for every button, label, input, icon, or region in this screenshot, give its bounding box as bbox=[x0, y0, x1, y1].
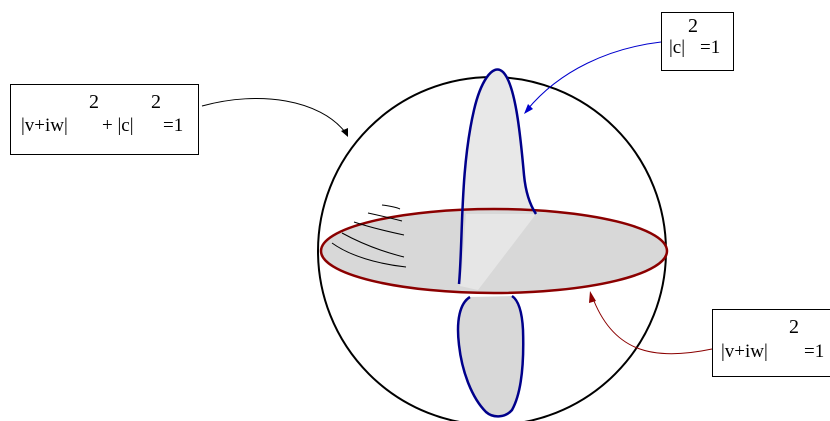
vertical-disk-arrow bbox=[524, 41, 662, 114]
rotation-lines bbox=[331, 204, 407, 268]
rotation-line bbox=[367, 212, 403, 222]
sphere-equation-label: |v+iw| 2 + |c| 2 =1 bbox=[10, 84, 199, 155]
vertical-disk-lower-edge bbox=[456, 294, 525, 418]
sphere-eq-exp2: 2 bbox=[151, 91, 161, 113]
sphere-eq-exp1: 2 bbox=[89, 91, 99, 113]
vertical-disk-overlap bbox=[460, 214, 536, 290]
rotation-line bbox=[381, 204, 401, 210]
vw-eq-part1: |v+iw| bbox=[721, 341, 768, 362]
c-eq-part2: =1 bbox=[700, 37, 721, 58]
sphere-eq-part3: =1 bbox=[163, 115, 184, 136]
rotation-line bbox=[353, 221, 405, 236]
horizontal-disk-arrow bbox=[589, 291, 713, 355]
c-eq-exp1: 2 bbox=[688, 15, 698, 37]
vw-eq-exp1: 2 bbox=[789, 316, 799, 338]
sphere-eq-part1: |v+iw| bbox=[21, 115, 68, 136]
vw-circle-equation-label: |v+iw| 2 =1 bbox=[712, 309, 830, 377]
vw-eq-part2: =1 bbox=[804, 341, 825, 362]
vertical-disk-upper-edge bbox=[457, 68, 538, 285]
rotation-line bbox=[331, 242, 407, 268]
rotation-line bbox=[341, 232, 405, 258]
sphere-eq-part2: + |c| bbox=[102, 115, 134, 136]
vertical-disk-lower bbox=[458, 296, 524, 417]
sphere-arrow bbox=[201, 97, 348, 137]
c-circle-equation-label: |c| 2 =1 bbox=[661, 12, 734, 71]
c-eq-part1: |c| bbox=[669, 37, 686, 58]
